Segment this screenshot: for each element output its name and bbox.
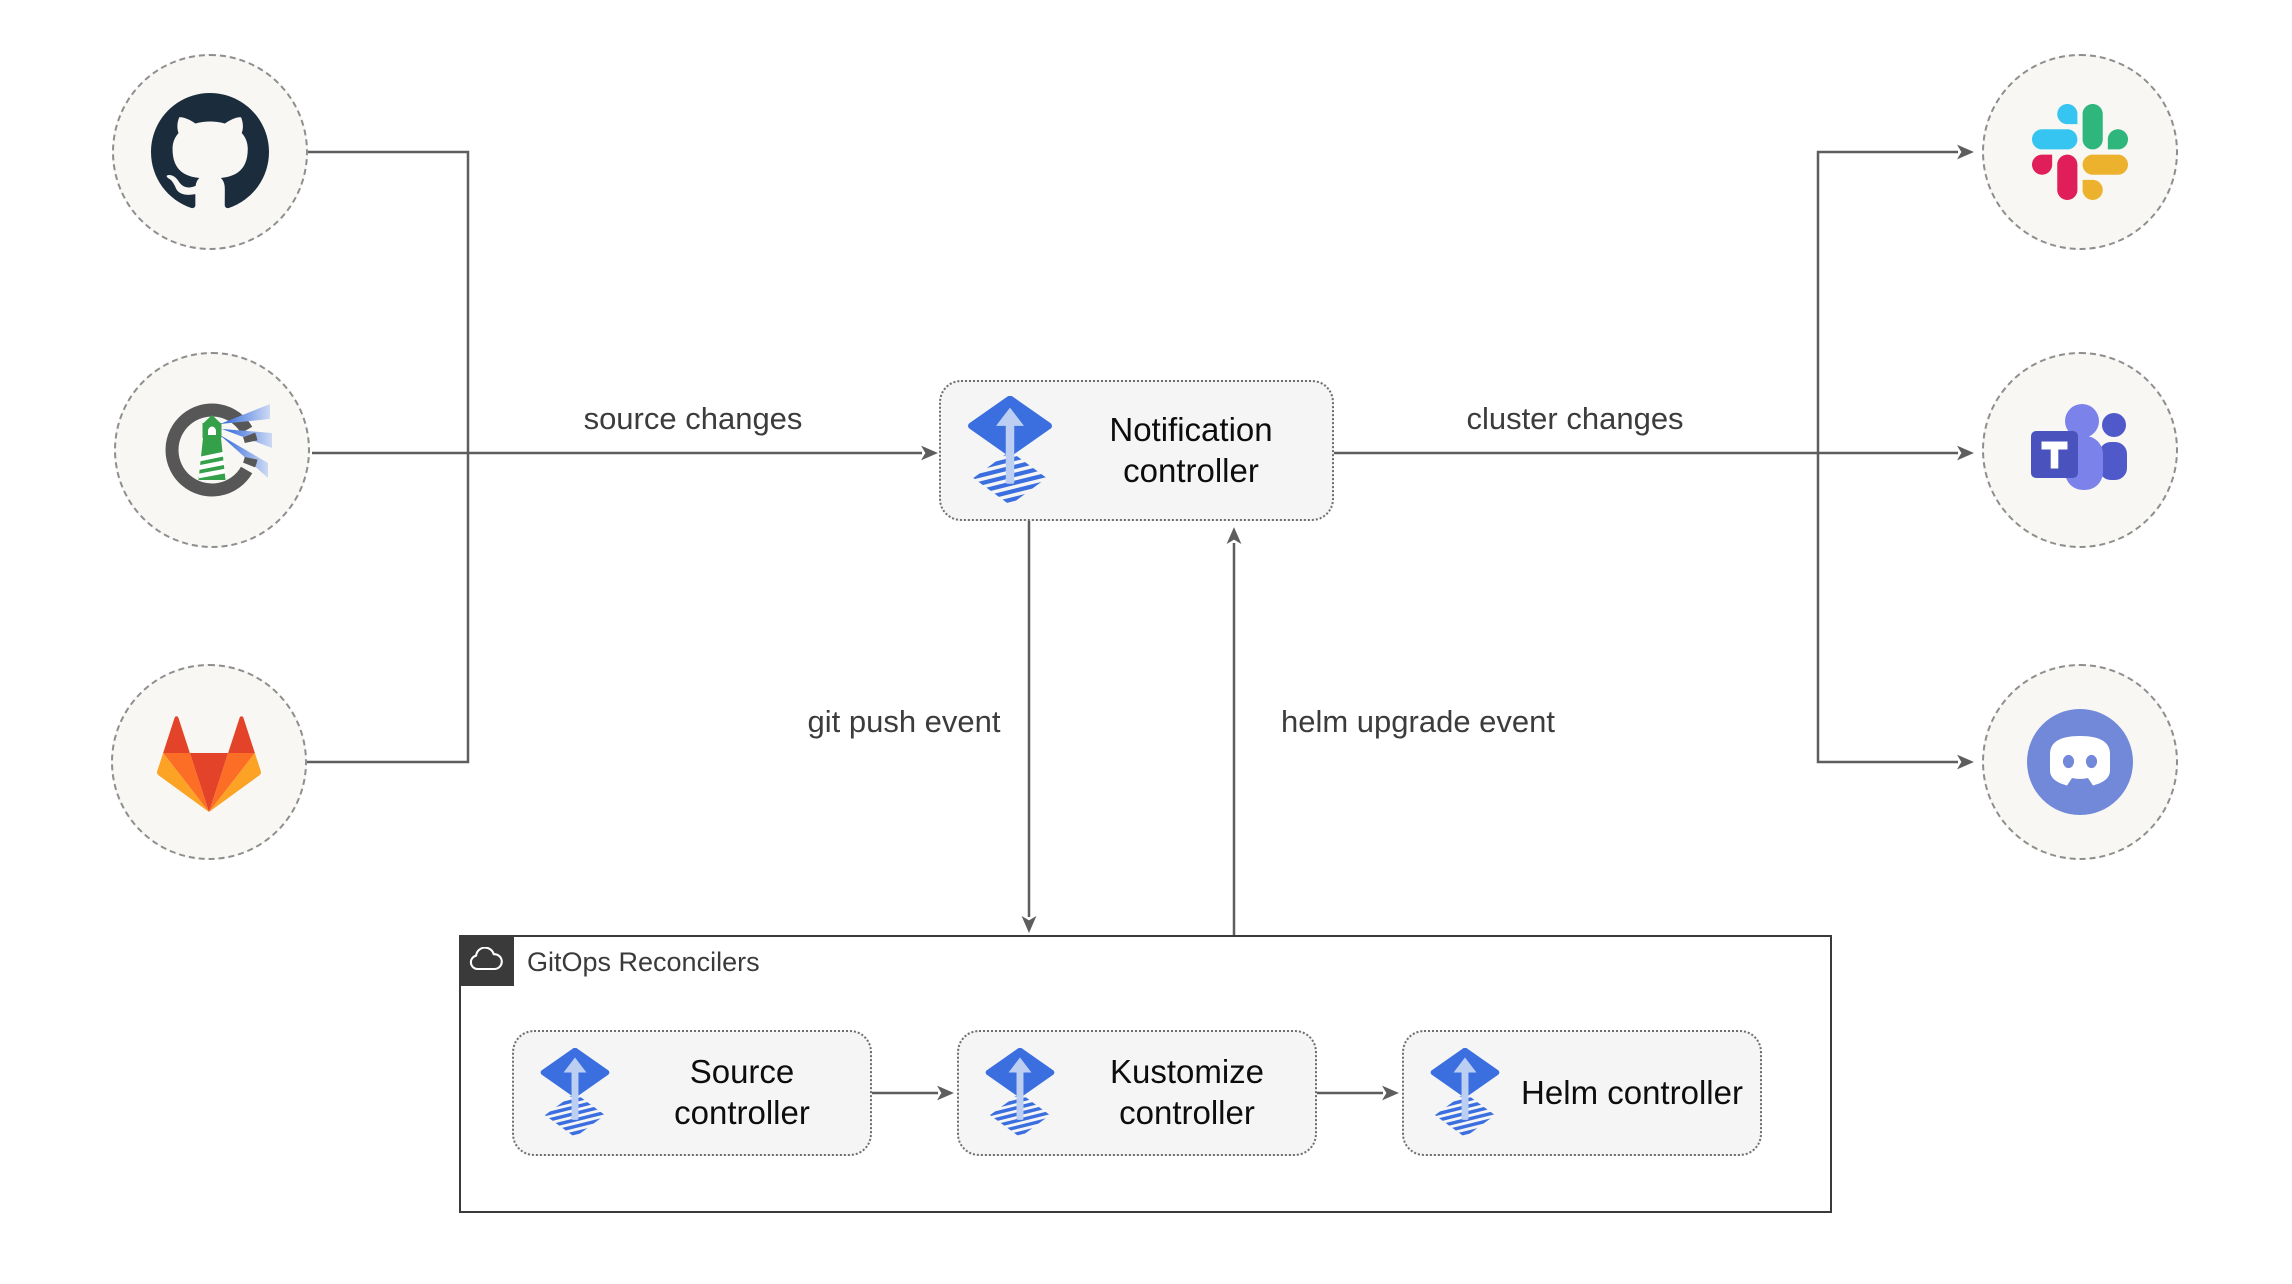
gitops-group-title: GitOps Reconcilers [527,947,760,977]
flux-icon [540,1048,610,1138]
harbor-icon [165,403,272,497]
helm-controller-label: Helm controller [1521,1073,1743,1111]
slack-node [1982,54,2178,250]
cloud-icon [469,947,503,971]
flux-icon [985,1048,1055,1138]
gitlab-icon [157,715,261,812]
source-controller-label: Source controller [674,1053,810,1131]
source-controller-node: Source controller [512,1030,872,1156]
git-push-event-label: git push event [807,704,1001,739]
gitops-reconcilers-group: GitOps Reconcilers [458,934,1832,1213]
edge-cluster-changes-slack [1816,144,1974,453]
source-changes-label: source changes [583,401,803,436]
helm-controller-node: Helm controller [1402,1030,1762,1156]
gitlab-node [111,664,307,860]
cluster-changes-label: cluster changes [1466,401,1684,436]
kustomize-controller-label: Kustomize controller [1109,1053,1265,1131]
harbor-node [114,352,310,548]
kustomize-controller-node: Kustomize controller [957,1030,1317,1156]
github-icon [151,93,269,209]
discord-node [1982,664,2178,860]
discord-icon [2027,709,2133,815]
teams-icon [2031,404,2127,490]
notification-controller-node: Notification controller [939,380,1334,521]
gitops-group-tab [458,934,514,986]
teams-node [1982,352,2178,548]
flux-icon [1430,1048,1500,1138]
github-node [112,54,308,250]
edge-sources-join [307,150,470,764]
helm-upgrade-event-label: helm upgrade event [1280,704,1556,739]
slack-icon [2032,104,2128,200]
notification-controller-label: Notification controller [1109,410,1273,489]
edge-cluster-changes-discord [1816,453,1974,770]
flux-icon [967,396,1053,506]
